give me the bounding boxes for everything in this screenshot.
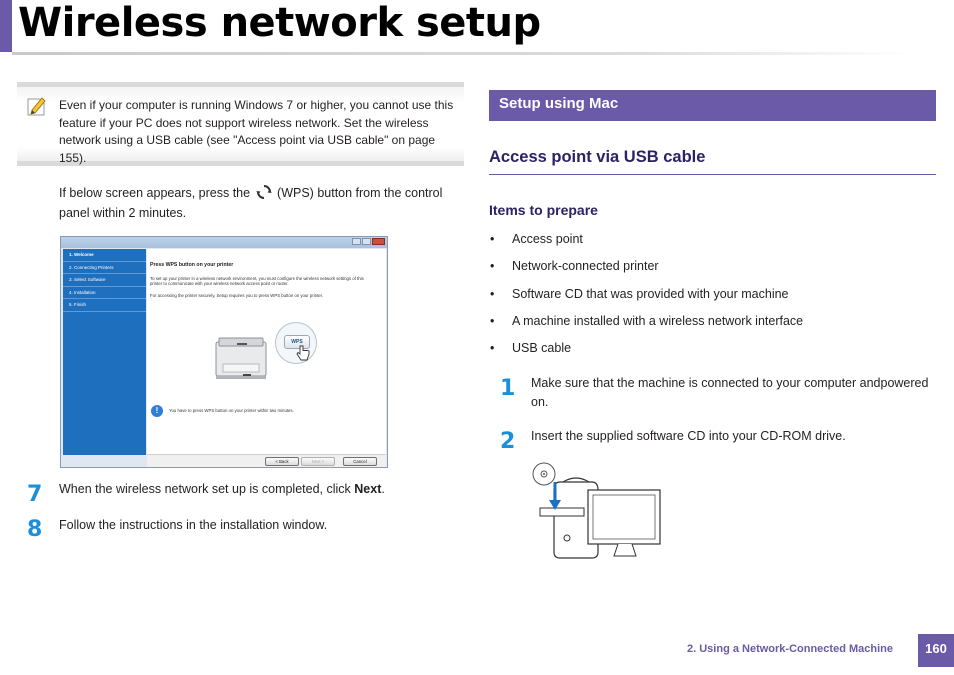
- cancel-button[interactable]: Cancel: [343, 457, 377, 466]
- installer-para-2: For accessing the printer securely, Setu…: [150, 293, 324, 298]
- note-box: Even if your computer is running Windows…: [17, 82, 464, 166]
- printer-icon: [215, 337, 267, 379]
- section-title: Setup using Mac: [489, 90, 936, 121]
- installer-content: Press WPS button on your printer To set …: [147, 249, 386, 454]
- list-item: • Access point: [489, 231, 936, 258]
- installer-screenshot: 1. Welcome 2. Connecting Printers 3. Sel…: [60, 236, 388, 468]
- list-item-text: USB cable: [512, 341, 572, 356]
- note-line: network using a USB cable (see "Access p…: [59, 133, 436, 165]
- bullet-marker: •: [490, 286, 495, 301]
- list-item-text: Software CD that was provided with your …: [512, 286, 789, 301]
- info-icon: !: [151, 405, 163, 417]
- step-number: 8: [27, 517, 43, 542]
- wps-button-illustration: WPS: [284, 335, 310, 349]
- list-item-text: Access point: [512, 232, 583, 246]
- close-icon: [372, 238, 385, 245]
- maximize-icon: [362, 238, 371, 245]
- step-text-bold: Next: [354, 482, 382, 496]
- note-line: Even if your computer is running Windows…: [59, 98, 454, 112]
- installer-heading: Press WPS button on your printer: [150, 262, 234, 268]
- step-text-line: on.: [531, 395, 549, 409]
- installer-para-1: To set up your printer in a wireless net…: [150, 276, 380, 286]
- step-text: When the wireless network set up is comp…: [59, 480, 459, 499]
- step-text: Insert the supplied software CD into you…: [531, 429, 846, 443]
- step-text-part: When the wireless network set up is comp…: [59, 482, 355, 496]
- sidebar-item-software: 3. Select Software: [63, 274, 146, 287]
- wps-icon: [256, 185, 272, 199]
- sidebar-item-welcome: 1. Welcome: [63, 249, 146, 262]
- back-button[interactable]: < Back: [265, 457, 299, 466]
- bullet-marker: •: [490, 313, 495, 328]
- mac-cd-insert-illustration: [532, 462, 661, 559]
- note-text: Even if your computer is running Windows…: [59, 97, 459, 167]
- step-text-part: .: [381, 482, 385, 496]
- list-item: • USB cable: [489, 340, 936, 367]
- list-item: • Software CD that was provided with your…: [489, 286, 936, 313]
- wps-callout: WPS: [275, 322, 317, 364]
- cd-icon: [532, 462, 556, 486]
- hand-pointer-icon: [296, 345, 310, 361]
- list-item: • A machine installed with a wireless net…: [489, 313, 936, 340]
- window-titlebar: [61, 237, 387, 248]
- installer-sidebar: 1. Welcome 2. Connecting Printers 3. Sel…: [63, 249, 146, 455]
- sidebar-item-installation: 4. Installation: [63, 287, 146, 299]
- sidebar-item-connecting: 2. Connecting Printers: [63, 262, 146, 274]
- subheading: Access point via USB cable: [489, 148, 706, 166]
- items-heading: Items to prepare: [489, 202, 598, 218]
- next-button[interactable]: Next >: [301, 457, 335, 466]
- page-title: Wireless network setup: [18, 0, 541, 46]
- title-accent-bar: [0, 0, 12, 52]
- list-item-text: Network-connected printer: [512, 259, 659, 274]
- installer-para-line: printer to communicate with your wireles…: [150, 281, 289, 287]
- title-divider: [12, 52, 912, 55]
- installer-button-bar: < Back Next > Cancel: [147, 454, 386, 467]
- bullet-marker: •: [490, 259, 495, 274]
- intro-paragraph: If below screen appears, press the (WPS)…: [59, 183, 459, 223]
- intro-line-2: panel within 2 minutes.: [59, 206, 187, 220]
- note-line: feature if your PC does not support wire…: [59, 115, 429, 130]
- installer-info-text: You have to press WPS button on your pri…: [169, 408, 294, 413]
- step-number: 7: [27, 482, 43, 507]
- minimize-icon: [352, 238, 361, 245]
- items-list: • Access point • Network-connected printer…: [489, 231, 936, 367]
- step-number: 2: [500, 429, 516, 454]
- bullet-marker: •: [490, 341, 495, 356]
- subheading-divider: [489, 174, 936, 175]
- step-text: Make sure that the machine is connected …: [531, 374, 941, 412]
- step-text: Follow the instructions in the installat…: [59, 518, 328, 532]
- bullet-marker: •: [490, 232, 495, 246]
- sidebar-item-finish: 5. Finish: [63, 299, 146, 312]
- installer-para-line: To set up your printer in a wireless net…: [150, 276, 364, 281]
- footer-chapter: 2. Using a Network-Connected Machine: [687, 643, 893, 655]
- list-item-text: A machine installed with a wireless netw…: [512, 313, 804, 328]
- list-item: • Network-connected printer: [489, 258, 936, 285]
- page-number: 160: [918, 634, 954, 667]
- step-number: 1: [500, 376, 516, 401]
- intro-text-before: If below screen appears, press the: [59, 186, 251, 200]
- pencil-note-icon: [27, 97, 46, 116]
- intro-text-after: (WPS) button from the control: [277, 186, 443, 200]
- step-text-line: Make sure that the machine is connected …: [531, 376, 929, 390]
